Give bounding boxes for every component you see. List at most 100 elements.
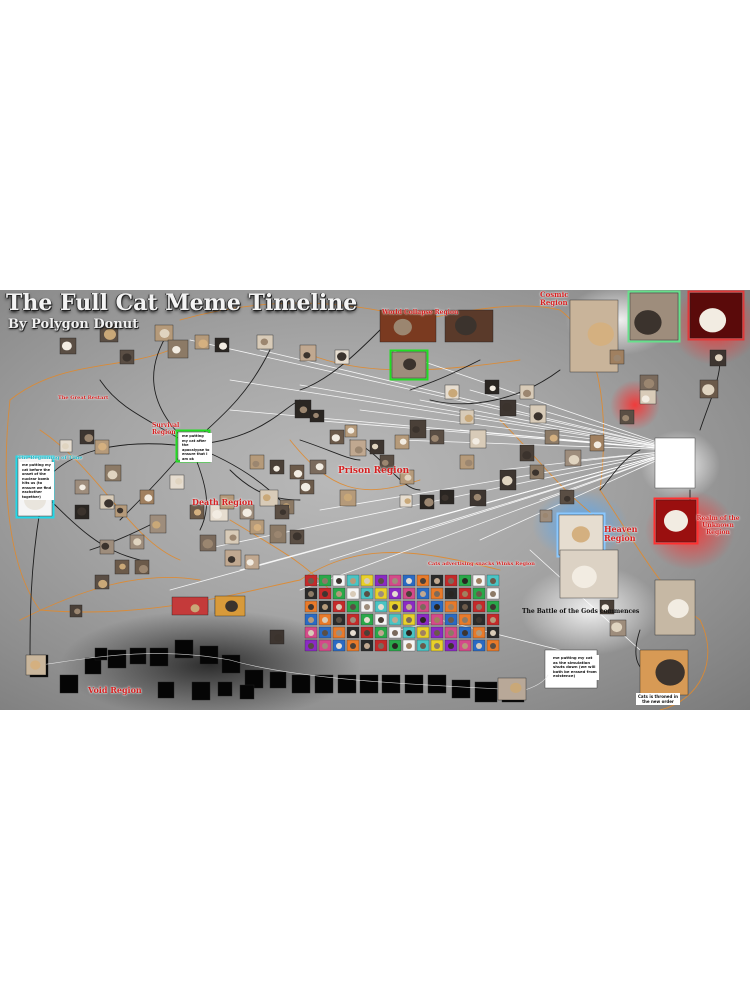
- cat-figure: [347, 427, 355, 434]
- void-connector: [39, 653, 231, 666]
- meme-thumbnail: [314, 674, 334, 694]
- meme-thumbnail: [94, 647, 108, 661]
- meme-thumbnail: [239, 684, 255, 700]
- cat-figure: [392, 643, 398, 649]
- cat-figure: [364, 630, 370, 636]
- cat-figure: [568, 454, 580, 465]
- meme-thumbnail: [474, 681, 498, 703]
- cat-figure: [424, 498, 434, 507]
- cat-figure: [420, 617, 426, 623]
- cat-figure: [336, 578, 342, 584]
- cat-figure: [571, 526, 590, 543]
- cat-figure: [667, 599, 689, 619]
- cat-figure: [420, 630, 426, 636]
- cat-figure: [308, 591, 314, 597]
- cat-figure: [98, 442, 107, 451]
- cat-figure: [593, 441, 602, 449]
- cat-figure: [455, 315, 477, 336]
- cat-meme-timeline-poster: The Full Cat Meme Timeline By Polygon Do…: [0, 290, 750, 710]
- cat-figure: [262, 494, 271, 502]
- black-connector: [429, 369, 561, 405]
- cat-figure: [392, 630, 398, 636]
- meme-thumbnail: [269, 671, 287, 689]
- thumbnail-frame: [389, 349, 429, 381]
- cat-figure: [246, 559, 254, 566]
- cat-figure: [406, 630, 412, 636]
- cat-figure: [571, 565, 597, 589]
- region-label-world-collapse: World Collapse Region: [382, 309, 459, 316]
- cat-figure: [364, 643, 370, 649]
- cat-figure: [490, 578, 496, 584]
- cat-figure: [532, 469, 540, 476]
- meme-thumbnail: [191, 681, 211, 701]
- cat-figure: [476, 643, 482, 649]
- cat-figure: [476, 591, 482, 597]
- thumbnail-frame: [627, 290, 681, 343]
- timeline-artwork: [5, 290, 750, 710]
- cat-figure: [476, 617, 482, 623]
- cat-figure: [322, 604, 328, 610]
- black-connector: [299, 439, 361, 461]
- cat-figure: [393, 318, 412, 336]
- cat-figure: [392, 578, 398, 584]
- region-label-unknown: Realm of the Unknown Region: [696, 515, 740, 536]
- orange-connector: [299, 552, 501, 581]
- cat-figure: [510, 682, 522, 694]
- cat-figure: [252, 460, 260, 468]
- cat-figure: [350, 643, 356, 649]
- cat-figure: [611, 622, 623, 633]
- cat-figure: [364, 617, 370, 623]
- meme-thumbnail: [129, 647, 147, 665]
- cat-figure: [434, 617, 440, 623]
- orange-connector: [289, 439, 421, 491]
- cat-figure: [103, 329, 117, 340]
- region-label-great-restart: The Great Restart: [58, 395, 109, 401]
- cat-figure: [699, 308, 727, 333]
- region-label-beginning: The Beginning of Time: [18, 455, 83, 461]
- meme-thumbnail: [221, 654, 241, 674]
- black-connector: [29, 509, 41, 661]
- cat-figure: [563, 495, 571, 502]
- cat-figure: [274, 634, 283, 642]
- region-label-survival: Survival Region: [152, 422, 180, 436]
- cat-figure: [308, 630, 314, 636]
- cat-figure: [107, 470, 118, 480]
- cat-figure: [542, 513, 549, 518]
- cat-figure: [663, 510, 689, 532]
- cat-figure: [300, 482, 311, 492]
- meme-thumbnail: [654, 437, 696, 489]
- cat-figure: [273, 465, 280, 472]
- cat-figure: [225, 600, 238, 612]
- cat-figure: [336, 591, 342, 597]
- orange-connector: [659, 619, 709, 710]
- cat-figure: [378, 617, 384, 623]
- cat-figure: [412, 426, 420, 433]
- cat-figure: [587, 322, 614, 346]
- cat-figure: [462, 591, 468, 597]
- cat-figure: [462, 578, 468, 584]
- cat-figure: [434, 591, 440, 597]
- void-connector: [524, 674, 549, 691]
- cat-figure: [392, 617, 398, 623]
- region-label-ads: Cats advertising snacks Winks Region: [428, 561, 535, 567]
- cat-figure: [472, 437, 480, 445]
- cat-figure: [299, 406, 308, 414]
- cat-figure: [448, 617, 454, 623]
- region-label-cosmic: Cosmic Region: [540, 290, 569, 307]
- white-connector: [399, 439, 681, 451]
- poster-subtitle: By Polygon Donut: [8, 317, 139, 332]
- cat-figure: [133, 538, 142, 546]
- cat-figure: [322, 591, 328, 597]
- meme-thumbnail: [337, 674, 357, 694]
- cat-figure: [522, 389, 532, 398]
- cat-figure: [448, 604, 454, 610]
- meme-thumbnail: [171, 596, 209, 616]
- cat-figure: [434, 643, 440, 649]
- region-label-void: Void Region: [88, 685, 142, 695]
- cat-figure: [202, 539, 214, 549]
- white-connector: [229, 379, 681, 451]
- meme-thumbnail: [451, 679, 471, 699]
- cat-figure: [350, 578, 356, 584]
- region-label-death: Death Region: [192, 497, 254, 507]
- cat-figure: [434, 578, 440, 584]
